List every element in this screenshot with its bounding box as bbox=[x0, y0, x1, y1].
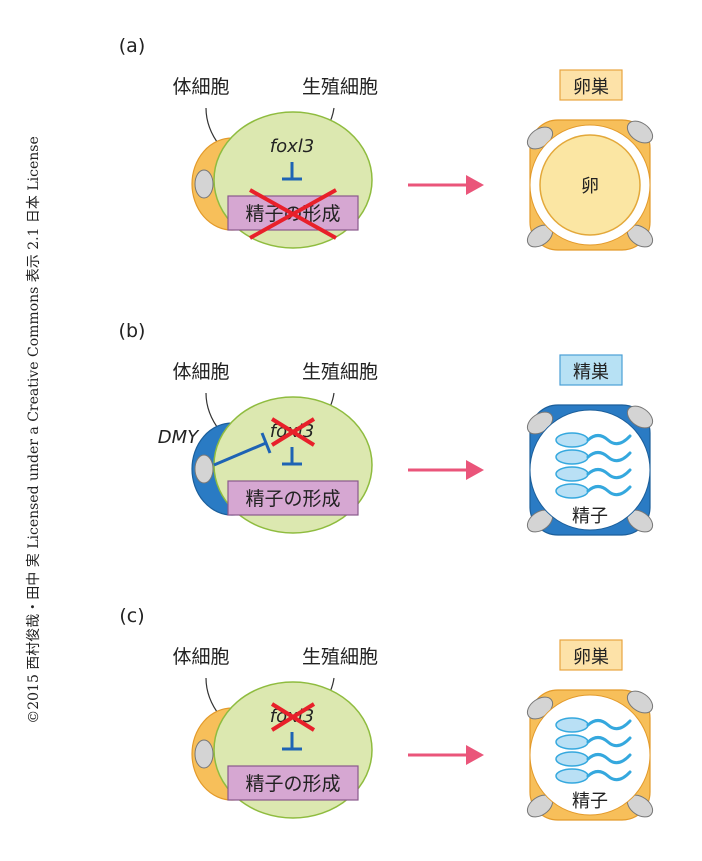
organ-label: 卵巣 bbox=[573, 647, 609, 668]
sperm-head bbox=[555, 734, 589, 750]
sperm-tail bbox=[586, 753, 632, 765]
panel-3: (c)体細胞生殖細胞foxl3精子の形成卵巣精子 bbox=[119, 605, 654, 821]
sperm-label: 精子 bbox=[572, 506, 608, 527]
sperm-tail bbox=[586, 451, 632, 463]
arrow-head bbox=[466, 175, 484, 195]
panel-1: (a)体細胞生殖細胞foxl3精子の形成卵巣卵 bbox=[119, 35, 654, 251]
somatic-nucleus bbox=[194, 169, 214, 199]
egg-cell bbox=[539, 134, 641, 236]
dmy-inhibition-line bbox=[213, 441, 267, 467]
sperm-head bbox=[555, 768, 589, 784]
sperm-head bbox=[555, 483, 589, 499]
organ-label: 精巣 bbox=[573, 362, 609, 383]
organ-label-box bbox=[559, 639, 623, 671]
organ-label: 卵巣 bbox=[573, 77, 609, 98]
germ-cell-label: 生殖細胞 bbox=[302, 361, 378, 383]
gene-label: foxl3 bbox=[270, 136, 314, 157]
sperm-tail bbox=[586, 485, 632, 497]
process-label: 精子の形成 bbox=[245, 773, 340, 795]
process-cross-2 bbox=[249, 188, 337, 240]
sperm-tail bbox=[586, 770, 632, 782]
egg-label: 卵 bbox=[581, 176, 599, 197]
panel-label: (c) bbox=[119, 605, 144, 627]
somatic-cell-label: 体細胞 bbox=[172, 646, 229, 668]
somatic-nucleus bbox=[194, 739, 214, 769]
process-box bbox=[227, 480, 359, 516]
sperm-head bbox=[555, 449, 589, 465]
sperm-head bbox=[555, 466, 589, 482]
process-box bbox=[227, 765, 359, 801]
dmy-label: DMY bbox=[158, 427, 200, 448]
sperm-head bbox=[555, 432, 589, 448]
dmy-inhibition-bar bbox=[260, 432, 272, 454]
sperm-tail bbox=[586, 736, 632, 748]
organ-nucleus bbox=[626, 120, 654, 144]
sperm-tail bbox=[586, 468, 632, 480]
somatic-cell-label: 体細胞 bbox=[172, 76, 229, 98]
germ-cell-label: 生殖細胞 bbox=[302, 646, 378, 668]
somatic-nucleus bbox=[194, 454, 214, 484]
panel-label: (b) bbox=[119, 320, 146, 342]
somatic-cell-label: 体細胞 bbox=[172, 361, 229, 383]
organ-label-box bbox=[559, 354, 623, 386]
organ-nucleus bbox=[626, 405, 654, 429]
arrow-head bbox=[466, 745, 484, 765]
organ-label-box bbox=[559, 69, 623, 101]
panel-label: (a) bbox=[119, 35, 145, 57]
organ-nucleus bbox=[626, 690, 654, 714]
sperm-tail bbox=[586, 434, 632, 446]
sperm-head bbox=[555, 751, 589, 767]
sperm-head bbox=[555, 717, 589, 733]
gene-cross-2 bbox=[270, 702, 316, 732]
panel-2: (b)体細胞生殖細胞foxl3精子の形成DMY精巣精子 bbox=[119, 320, 654, 536]
sperm-label: 精子 bbox=[572, 791, 608, 812]
process-label: 精子の形成 bbox=[245, 488, 340, 510]
gene-cross-2 bbox=[270, 417, 316, 447]
arrow-head bbox=[466, 460, 484, 480]
germ-cell-label: 生殖細胞 bbox=[302, 76, 378, 98]
sperm-tail bbox=[586, 719, 632, 731]
